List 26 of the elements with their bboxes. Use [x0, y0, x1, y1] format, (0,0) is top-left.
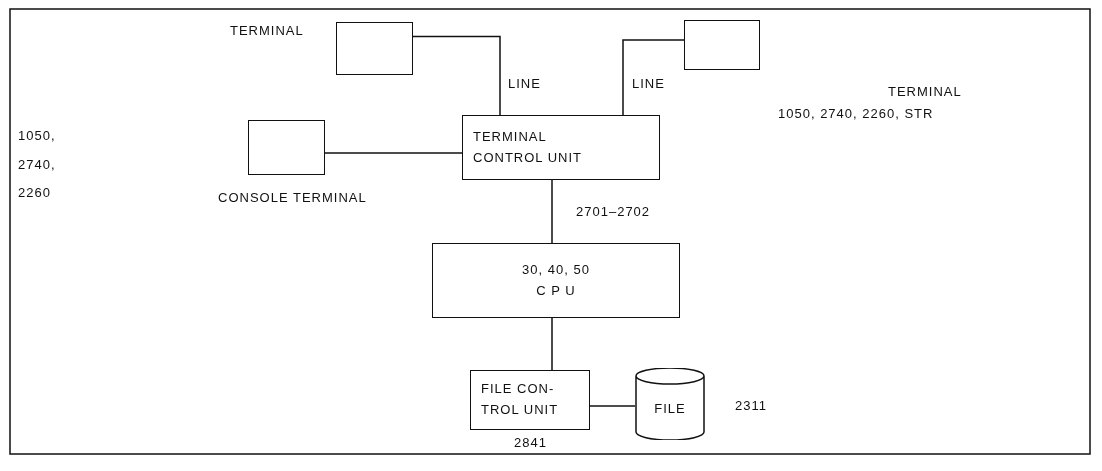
file-cylinder	[635, 368, 705, 440]
node-caption: 1050, 2740, 2260, STR	[778, 105, 934, 123]
unit-label: FILE	[654, 399, 686, 418]
node-caption: 2701–2702	[576, 203, 651, 221]
connector-line	[551, 179, 553, 244]
node-caption: TERMINAL	[230, 22, 304, 40]
unit-box	[462, 115, 660, 180]
terminal-box	[684, 20, 760, 70]
unit-box	[432, 243, 680, 318]
connector-line	[589, 405, 636, 407]
connector-line	[551, 317, 553, 371]
connector-line	[622, 39, 685, 116]
terminal-box	[336, 22, 413, 75]
unit-label: TERMINAL CONTROL UNIT	[473, 127, 584, 167]
node-caption: TERMINAL	[888, 83, 962, 101]
connector-line	[324, 152, 463, 154]
terminal-box	[248, 120, 325, 175]
unit-label: 30, 40, 50	[522, 260, 590, 279]
node-caption: 2311	[735, 397, 767, 415]
connector-line	[412, 35, 501, 116]
node-caption: 2841	[514, 434, 547, 452]
node-caption: CONSOLE TERMINAL	[218, 189, 367, 207]
unit-box	[470, 370, 590, 430]
unit-label: FILE CON- TROL UNIT	[481, 380, 560, 419]
unit-label: C P U	[536, 281, 576, 300]
model-numbers: 1050, 2740, 2260	[18, 127, 57, 203]
